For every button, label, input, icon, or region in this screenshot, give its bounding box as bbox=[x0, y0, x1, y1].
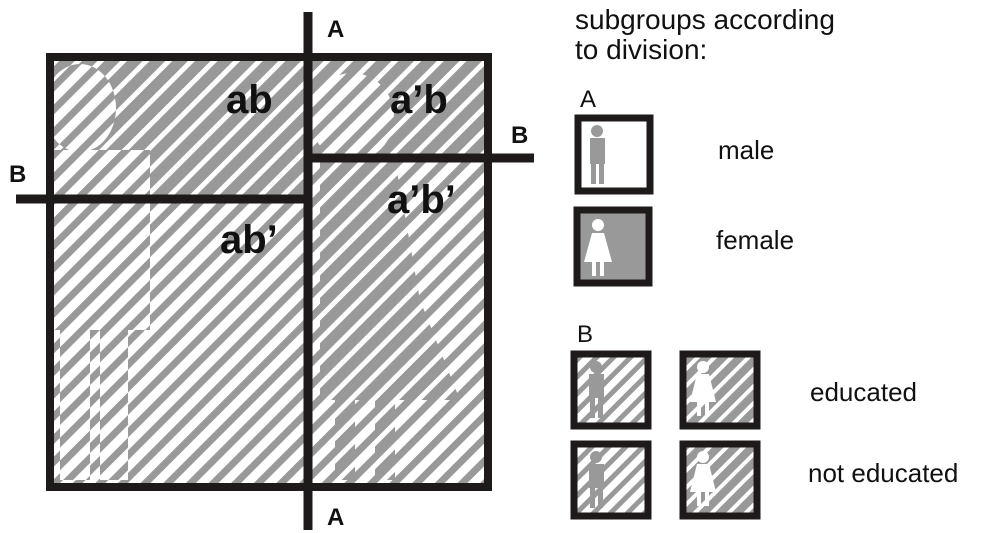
axis-label-b-right: B bbox=[511, 122, 529, 149]
axis-label-b-left: B bbox=[9, 161, 27, 188]
female-silhouette bbox=[310, 73, 460, 480]
legend-label-educated: educated bbox=[810, 377, 917, 407]
male-silhouette bbox=[50, 64, 150, 480]
legend-icon-male bbox=[574, 114, 654, 195]
legend-icon-female bbox=[573, 206, 653, 287]
female-figure-icon bbox=[690, 361, 716, 416]
male-figure-icon bbox=[590, 125, 605, 184]
label-a-prime-b: a’b bbox=[390, 78, 448, 122]
label-ab: ab bbox=[226, 78, 273, 122]
legend-icon-male-educated bbox=[570, 350, 652, 430]
label-ab-prime: ab’ bbox=[220, 218, 278, 262]
legend-title-line2: to division: bbox=[575, 34, 708, 65]
legend-icon-male-not-educated bbox=[570, 440, 652, 520]
axis-label-a-top: A bbox=[327, 16, 345, 43]
male-figure-icon bbox=[589, 451, 604, 508]
female-figure-icon bbox=[584, 219, 612, 276]
legend-section-b: B bbox=[577, 321, 594, 348]
legend-icon-female-not-educated bbox=[679, 440, 761, 520]
legend-icon-female-educated bbox=[679, 350, 761, 430]
legend-label-female: female bbox=[716, 225, 795, 255]
legend-label-male: male bbox=[718, 135, 775, 165]
quadrant-area bbox=[50, 57, 488, 487]
quadrant-frame bbox=[46, 53, 492, 491]
legend-section-a: A bbox=[580, 86, 597, 113]
male-figure-icon bbox=[589, 361, 604, 418]
label-a-prime-b-prime: a’b’ bbox=[387, 178, 456, 222]
axis-label-a-bottom: A bbox=[327, 504, 345, 531]
legend-label-not-educated: not educated bbox=[808, 458, 959, 488]
female-figure-icon bbox=[690, 451, 716, 506]
legend-title-line1: subgroups according bbox=[575, 4, 835, 35]
